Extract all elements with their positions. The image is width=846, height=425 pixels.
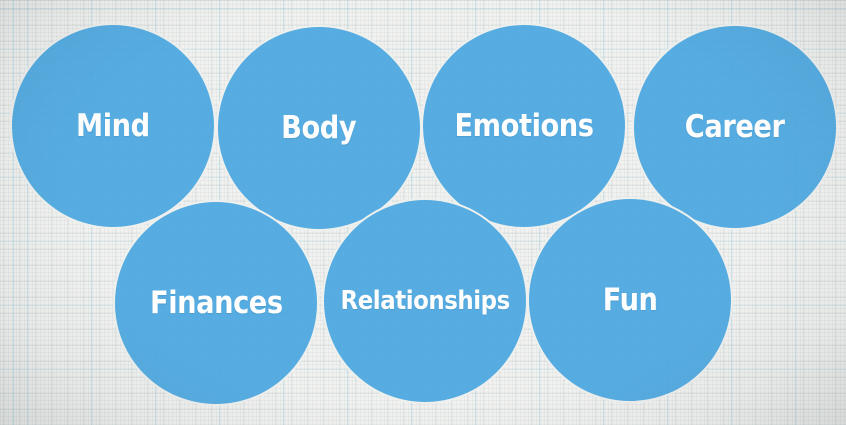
circle-label: Body bbox=[281, 110, 357, 146]
circle-fun: Fun bbox=[529, 199, 731, 401]
circle-emotions: Emotions bbox=[423, 25, 625, 227]
circle-body: Body bbox=[218, 27, 420, 229]
circle-label: Fun bbox=[602, 282, 658, 318]
circle-career: Career bbox=[634, 26, 836, 228]
circle-relationships: Relationships bbox=[324, 200, 526, 402]
circle-label: Mind bbox=[76, 108, 150, 144]
circle-label: Finances bbox=[149, 285, 283, 321]
circle-label: Emotions bbox=[454, 108, 594, 144]
circle-label: Relationships bbox=[340, 286, 510, 316]
circle-mind: Mind bbox=[12, 25, 214, 227]
circle-label: Career bbox=[685, 109, 785, 145]
circle-finances: Finances bbox=[115, 202, 317, 404]
